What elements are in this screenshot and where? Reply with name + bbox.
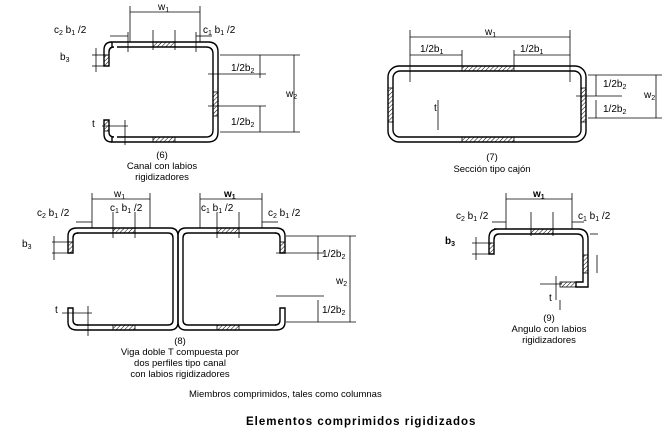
fig7-t-label: t xyxy=(434,103,437,114)
fig7-half-b1-left-label: 1/2b1 xyxy=(420,44,443,56)
channel-8-right-outline xyxy=(177,227,286,331)
fig8-b3-label: b3 xyxy=(22,239,32,251)
fig7-w2-label: w2 xyxy=(643,90,655,102)
fig6-b3-label: b3 xyxy=(60,52,70,64)
fig7-caption-line-1: Sección tipo cajón xyxy=(453,164,530,175)
fig6-w2-label: w2 xyxy=(285,89,297,101)
channel-6-effective-web xyxy=(212,91,219,117)
fig8-half-b2-bottom-label: 1/2b2 xyxy=(322,305,345,317)
box-7-effective-bottom xyxy=(461,136,515,143)
fig8-number: (8) xyxy=(174,336,186,347)
box-7-effective-left xyxy=(387,87,394,123)
box-7-dimension-lines xyxy=(409,30,662,130)
figure-title: Elementos comprimidos rigidizados xyxy=(246,416,476,428)
fig6-t-label: t xyxy=(92,119,95,130)
fig9-caption-line-1: Angulo con labios xyxy=(512,324,587,335)
box-7-effective-right xyxy=(580,87,587,123)
fig7-half-b2-top-label: 1/2b2 xyxy=(603,79,626,91)
fig6-caption-line-1: Canal con labios xyxy=(127,161,197,172)
channel-8-right-effective-lip xyxy=(279,241,286,254)
fig8-c1b1-left-label: c1 b1 /2 xyxy=(110,203,143,215)
angle-9-effective-lip-bottom xyxy=(559,281,577,288)
fig7-half-b1-right-label: 1/2b1 xyxy=(520,44,543,56)
fig6-c1b1-label: c1 b1 /2 xyxy=(203,25,236,37)
figure-7-box-section: w1 1/2b1 1/2b1 1/2b2 w2 1/2b2 t (7) Secc… xyxy=(387,27,662,175)
angle-9-dimension-lines xyxy=(472,193,598,310)
angle-9-outline xyxy=(488,228,589,288)
channel-6-outline xyxy=(103,41,219,143)
fig6-number: (6) xyxy=(156,150,168,161)
fig8-c1b1-right-label: c1 b1 /2 xyxy=(201,203,234,215)
channel-6-effective-top-flange xyxy=(152,41,176,48)
channel-6-dimension-lines xyxy=(92,6,300,145)
fig7-half-b2-bottom-label: 1/2b2 xyxy=(603,104,626,116)
channel-8-right-effective-bottom xyxy=(216,324,240,331)
fig9-c2b1-label: c2 b1 /2 xyxy=(456,211,489,223)
fig8-caption-line-1: Viga doble T compuesta por xyxy=(121,347,239,358)
fig8-w2-label: w2 xyxy=(335,276,347,288)
channel-8-left-effective-lip xyxy=(67,241,74,254)
channel-8-left-outline xyxy=(67,227,179,331)
angle-9-effective-leg xyxy=(582,254,589,274)
figure-9-lipped-angle: w1 c2 b1 /2 c1 b1 /2 b3 t (9) Angulo con… xyxy=(445,189,611,346)
channel-8-right-effective-top xyxy=(216,227,240,234)
fig9-t-label: t xyxy=(549,293,552,304)
fig9-caption-line-2: rigidizadores xyxy=(522,335,576,346)
fig9-c1b1-label: c1 b1 /2 xyxy=(578,211,611,223)
fig8-caption-line-3: con labios rigidizadores xyxy=(130,369,230,380)
fig9-number: (9) xyxy=(543,313,555,324)
fig6-half-b2-bottom-label: 1/2b2 xyxy=(231,117,254,129)
box-7-outline xyxy=(387,65,587,143)
fig8-half-b2-top-label: 1/2b2 xyxy=(322,249,345,261)
channel-6-effective-bottom-lip xyxy=(103,119,110,132)
channel-6-effective-top-lip xyxy=(103,54,110,67)
fig8-t-label: t xyxy=(55,305,58,316)
fig6-half-b2-top-label: 1/2b2 xyxy=(231,63,254,75)
channel-8-dimension-lines xyxy=(52,193,356,336)
box-7-effective-top xyxy=(461,65,515,72)
fig9-b3-label: b3 xyxy=(445,236,455,248)
figure-8-double-channel: w1 w1 c2 b1 /2 c1 b1 /2 c1 b1 /2 c2 b1 /… xyxy=(22,189,356,380)
fig7-number: (7) xyxy=(486,152,498,163)
angle-9-effective-lip-left xyxy=(488,242,495,255)
fig6-w1-label: w1 xyxy=(157,2,169,14)
fig8-c2b1-left-label: c2 b1 /2 xyxy=(37,208,70,220)
channel-8-left-effective-bottom xyxy=(112,324,136,331)
channel-6-effective-bottom-flange xyxy=(152,136,176,143)
fig8-caption-line-2: dos perfiles tipo canal xyxy=(134,358,226,369)
figure-6-lipped-channel: w1 c2 b1 /2 c1 b1 /2 b3 1/2b2 w2 1/2b2 t… xyxy=(54,2,300,183)
fig6-c2b1-label: c2 b1 /2 xyxy=(54,25,87,37)
fig9-w1-label: w1 xyxy=(532,189,545,201)
fig8-w1-left-label: w1 xyxy=(113,189,125,201)
fig8-c2b1-right-label: c2 b1 /2 xyxy=(268,208,301,220)
angle-9-effective-top xyxy=(530,228,554,235)
footnote: Miembros comprimidos, tales como columna… xyxy=(189,389,382,400)
fig7-w1-label: w1 xyxy=(484,27,496,39)
channel-8-left-effective-top xyxy=(112,227,136,234)
fig6-caption-line-2: rigidizadores xyxy=(135,172,189,183)
fig8-w1-right-label: w1 xyxy=(223,189,236,201)
